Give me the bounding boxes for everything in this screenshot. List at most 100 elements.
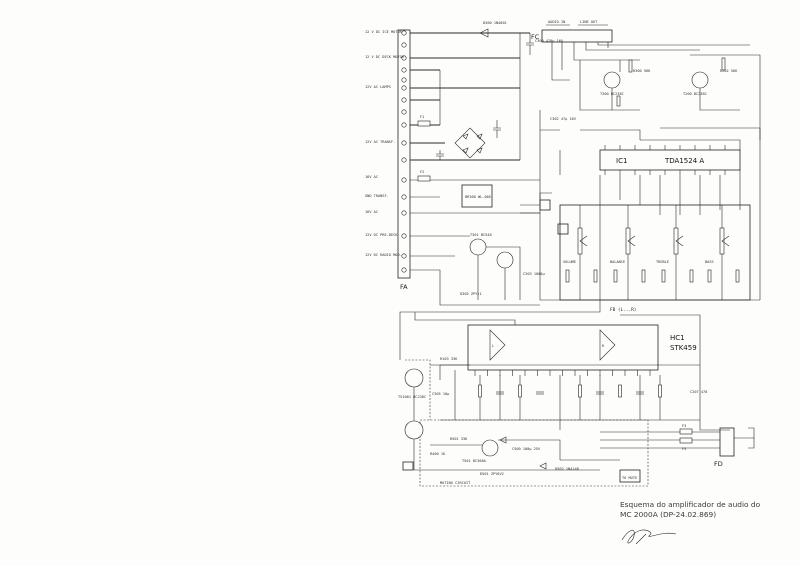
label-fd: FD [714, 460, 723, 468]
fa-pin-dot [401, 85, 407, 91]
resistor [618, 384, 622, 398]
resistor [578, 384, 582, 398]
label-line-out: LINE OUT [580, 20, 598, 24]
muting-label: MUTING CIRCUIT [440, 481, 471, 485]
fa-pin-9: 12V DC RADIO MOD. [365, 253, 402, 257]
potentiometer-wiper [721, 235, 730, 247]
label-fc: FC [531, 33, 540, 41]
hc1-stk459: HC1 STK459 L R [414, 312, 701, 430]
fa-pin-dot [401, 140, 407, 146]
potentiometer-wiper [579, 235, 588, 247]
fa-pin-6: GND TRANSF. [365, 194, 389, 198]
connector-fa: FA 12 V DC ICE MOTOR 12 V DC DECK MOTOR … [365, 29, 411, 291]
part-d305: D305 ZPY11 [460, 292, 482, 296]
caption-line-2: MC 2000A (DP-24.02.869) [620, 510, 717, 519]
resistor [518, 384, 522, 398]
fa-pin-7: 16V AC [365, 210, 378, 214]
resistor [735, 269, 740, 283]
connector-fc: FC AUDIO IN LINE OUT [531, 20, 750, 81]
part-r300: R300 56K [633, 69, 651, 73]
fuse-f3-label: F3 [682, 424, 686, 428]
caption-line-1: Esquema do amplificador de audio do [620, 500, 761, 509]
signature-mark [621, 529, 677, 545]
fa-pin-dot [401, 253, 407, 259]
part-t501: T501 BC308A [462, 459, 487, 463]
svg-text:R: R [602, 344, 605, 348]
part-br300: BR300 WL-005 [465, 195, 491, 199]
part-c302: C302 47µ 16V [550, 117, 577, 121]
power-section: F1 F2 BR300 WL-005 D300 1N4001 C300 470µ… [410, 21, 569, 306]
fa-pin-1: 12 V DC ICE MOTOR [365, 30, 403, 34]
part-d300: D300 1N4001 [483, 21, 507, 25]
resistor [613, 269, 618, 283]
part-c207: C207 470 [690, 390, 707, 394]
part-r400: R400 1K [430, 452, 446, 456]
fa-pin-dot [401, 42, 407, 48]
ic1-part: TDA1524 A [664, 157, 704, 165]
resistor [565, 269, 570, 283]
fa-pin-dot [401, 122, 407, 128]
fuse-f2-label: F2 [420, 170, 424, 174]
preamp-stage: T300 BC238C T200 BC238C R300 56K R202 56… [539, 54, 761, 280]
potentiometer-block-fb: VOLUME BALANCE TREBLE BASS FB (L...R) [399, 204, 760, 360]
to-mute-label: TO MUTE [622, 476, 637, 480]
fa-pin-dot [401, 109, 407, 115]
fa-pin-5: 16V AC [365, 175, 378, 179]
label-audio-in: AUDIO IN [548, 20, 565, 24]
part-d501: D501 ZPY6V2 [480, 472, 504, 476]
fa-pin-dot [401, 97, 407, 103]
part-c300: C300 470µ 16V [535, 39, 564, 43]
fa-pin-dot [401, 77, 407, 83]
resistor [661, 269, 666, 283]
potentiometer-wiper [627, 235, 636, 247]
caption: Esquema do amplificador de audio do MC 2… [620, 500, 790, 520]
fa-pin-4: 12V AC TRANSF. [365, 140, 395, 144]
fuse-f1-label: F1 [420, 115, 424, 119]
part-c303: C303 1000µ [523, 272, 545, 276]
resistor [658, 384, 662, 398]
pot-bass-label: BASS [705, 260, 714, 264]
part-r501: R501 33K [450, 437, 468, 441]
part-c500: C500 100µ 25V [512, 447, 541, 451]
svg-text:L: L [492, 344, 494, 348]
resistor [689, 269, 694, 283]
pot-balance-label: BALANCE [610, 260, 625, 264]
label-fb: FB (L...R) [610, 307, 636, 313]
potentiometer-wiper [675, 235, 684, 247]
fa-pin-dot [401, 194, 407, 200]
fuse-f4-label: F4 [682, 447, 686, 451]
part-r103: R103 33K [440, 357, 458, 361]
hc1-part: STK459 [670, 344, 697, 352]
hc1-label: HC1 [670, 334, 685, 342]
fa-pin-dot [401, 157, 407, 163]
fa-pin-dot [401, 30, 407, 36]
fa-pin-dot [401, 233, 407, 239]
part-c305: C305 10µ [432, 392, 450, 396]
fa-pin-dot [401, 210, 407, 216]
resistor [707, 269, 712, 283]
label-fa: FA [400, 283, 408, 291]
fa-pin-3: 12V AC LAMPS [365, 85, 391, 89]
fa-pin-dot [401, 55, 407, 61]
output-section: R103 33K C305 10µ C207 470 [430, 357, 730, 431]
muting-circuit: MUTING CIRCUIT TS1001 BC238C T501 BC308A… [398, 359, 649, 487]
part-t200: T200 BC238C [683, 92, 707, 96]
connector-fd: FD F3 F4 [600, 424, 755, 468]
ic1-label: IC1 [616, 157, 627, 165]
part-t301: T301 BC548 [470, 233, 492, 237]
resistor [593, 269, 598, 283]
ic1-tda1524a: IC1 TDA1524 A [599, 127, 761, 300]
part-d502: D502 1N4148 [555, 467, 579, 471]
fa-pin-dot [401, 267, 407, 273]
fa-pin-2: 12 V DC DECK MOTOR [365, 55, 405, 59]
fa-pin-dot [401, 67, 407, 73]
fa-pin-dot [401, 177, 407, 183]
fa-pin-8: 12V DC PRE-DECK [365, 233, 398, 237]
part-r202: R202 56K [720, 69, 738, 73]
resistor [641, 269, 646, 283]
resistor [478, 384, 482, 398]
pot-treble-label: TREBLE [656, 260, 669, 264]
pot-volume-label: VOLUME [563, 260, 576, 264]
part-ts1001: TS1001 BC238C [398, 395, 426, 399]
